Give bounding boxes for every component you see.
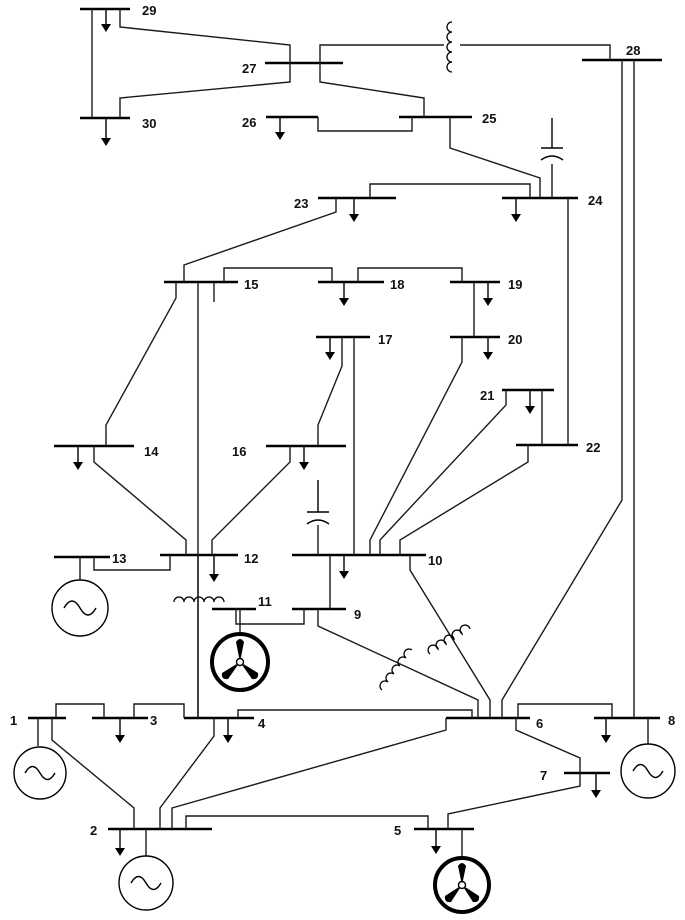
bus-label-26: 26 bbox=[242, 115, 256, 130]
transformer-coil-icon-27-28 bbox=[446, 21, 453, 73]
load-arrow-icon-29 bbox=[101, 9, 111, 32]
wind-turbine-icon-5 bbox=[433, 829, 491, 914]
line-27-28 bbox=[319, 44, 444, 63]
bus-label-14: 14 bbox=[144, 444, 159, 459]
bus-label-25: 25 bbox=[482, 111, 496, 126]
line-1-3 bbox=[55, 703, 105, 718]
line-25-24 bbox=[449, 117, 541, 198]
bus-label-20: 20 bbox=[508, 332, 522, 347]
bus-label-3: 3 bbox=[150, 713, 157, 728]
line-29-27 bbox=[119, 9, 291, 63]
load-arrow-icon-5 bbox=[431, 829, 441, 854]
line-23-15 bbox=[183, 198, 337, 282]
line-6-7 bbox=[515, 718, 581, 773]
bus-label-29: 29 bbox=[142, 3, 156, 18]
load-arrow-icon-17 bbox=[325, 337, 335, 360]
bus-label-9: 9 bbox=[354, 607, 361, 622]
bus-label-12: 12 bbox=[244, 551, 258, 566]
bus-label-5: 5 bbox=[394, 823, 401, 838]
line-20-10 bbox=[369, 337, 463, 555]
load-arrow-icon-8 bbox=[601, 718, 611, 743]
load-arrow-icon-2 bbox=[115, 829, 125, 856]
load-arrow-icon-20 bbox=[483, 337, 493, 360]
line-30-27 bbox=[119, 63, 291, 118]
capacitor-icon-24 bbox=[540, 118, 564, 161]
line-6-8 bbox=[517, 703, 613, 718]
load-arrow-icon-7 bbox=[591, 773, 601, 798]
bus-label-8: 8 bbox=[668, 713, 675, 728]
load-arrow-icon-4 bbox=[223, 718, 233, 743]
line-27-25 bbox=[319, 63, 425, 117]
line-7-5 bbox=[447, 773, 581, 829]
line-4-2 bbox=[159, 718, 215, 829]
bus-label-19: 19 bbox=[508, 277, 522, 292]
load-arrow-icon-14 bbox=[73, 446, 83, 470]
line-16-17 bbox=[317, 337, 343, 446]
bus-label-23: 23 bbox=[294, 196, 308, 211]
line-16-12 bbox=[211, 446, 291, 555]
bus-label-1: 1 bbox=[10, 713, 17, 728]
load-arrow-icon-12 bbox=[209, 555, 219, 582]
bus-label-22: 22 bbox=[586, 440, 600, 455]
bus-label-6: 6 bbox=[536, 716, 543, 731]
bus-bars bbox=[28, 7, 662, 831]
load-arrow-icon-10 bbox=[339, 555, 349, 579]
loads bbox=[73, 9, 611, 856]
transformer-coil-icon-6-9 bbox=[379, 648, 413, 691]
wind-turbine-icon-11 bbox=[210, 609, 270, 692]
load-arrow-icon-26 bbox=[275, 117, 285, 140]
line-21-10 bbox=[379, 390, 507, 555]
bus-label-7: 7 bbox=[540, 768, 547, 783]
transmission-lines bbox=[51, 9, 635, 829]
load-arrow-icon-16 bbox=[299, 446, 309, 470]
line-15-14 bbox=[105, 282, 177, 446]
bus-label-13: 13 bbox=[112, 551, 126, 566]
generator-icon-1 bbox=[13, 718, 67, 800]
line-9-11 bbox=[235, 609, 305, 625]
bus-label-10: 10 bbox=[428, 553, 442, 568]
generator-icon-2 bbox=[118, 829, 174, 911]
line-18-19 bbox=[357, 267, 463, 282]
load-arrow-icon-19 bbox=[483, 282, 493, 306]
line-6-2 bbox=[171, 718, 447, 829]
bus-label-27: 27 bbox=[242, 61, 256, 76]
line-12-13 bbox=[93, 555, 171, 571]
generator-icon-8 bbox=[620, 718, 676, 799]
line-22-10 bbox=[399, 445, 529, 555]
bus-label-30: 30 bbox=[142, 116, 156, 131]
load-arrow-icon-30 bbox=[101, 118, 111, 146]
line-25-26 bbox=[317, 117, 413, 132]
generator-icon-13 bbox=[51, 557, 109, 637]
bus-label-24: 24 bbox=[588, 193, 603, 208]
line-15-18 bbox=[223, 267, 333, 282]
bus-label-18: 18 bbox=[390, 277, 404, 292]
bus-label-28: 28 bbox=[626, 43, 640, 58]
load-arrow-icon-21 bbox=[525, 390, 535, 414]
bus-labels: 29 27 28 30 26 25 23 24 15 18 19 17 20 2… bbox=[10, 3, 675, 838]
load-arrow-icon-24 bbox=[511, 198, 521, 222]
bus-label-21: 21 bbox=[480, 388, 494, 403]
load-arrow-icon-18 bbox=[339, 282, 349, 306]
bus-label-17: 17 bbox=[378, 332, 392, 347]
load-arrow-icon-23 bbox=[349, 198, 359, 222]
capacitor-icon-10 bbox=[306, 480, 330, 525]
line-14-12 bbox=[93, 446, 187, 555]
bus-label-2: 2 bbox=[90, 823, 97, 838]
line-10-6 bbox=[409, 555, 491, 718]
transformer-coil-icon-4-12 bbox=[173, 596, 225, 603]
bus-label-15: 15 bbox=[244, 277, 258, 292]
transformer-coil-icon-6-10 bbox=[427, 624, 471, 655]
bus-label-4: 4 bbox=[258, 716, 266, 731]
line-4-6 bbox=[237, 709, 473, 718]
bus-label-11: 11 bbox=[258, 594, 272, 609]
line-27-28-b bbox=[460, 44, 611, 60]
line-23-24 bbox=[369, 183, 531, 198]
bus-label-16: 16 bbox=[232, 444, 246, 459]
line-1-2 bbox=[51, 718, 135, 829]
line-2-5 bbox=[185, 815, 429, 829]
load-arrow-icon-3 bbox=[115, 718, 125, 743]
line-28-6 bbox=[501, 60, 623, 718]
line-3-4 bbox=[133, 703, 185, 718]
